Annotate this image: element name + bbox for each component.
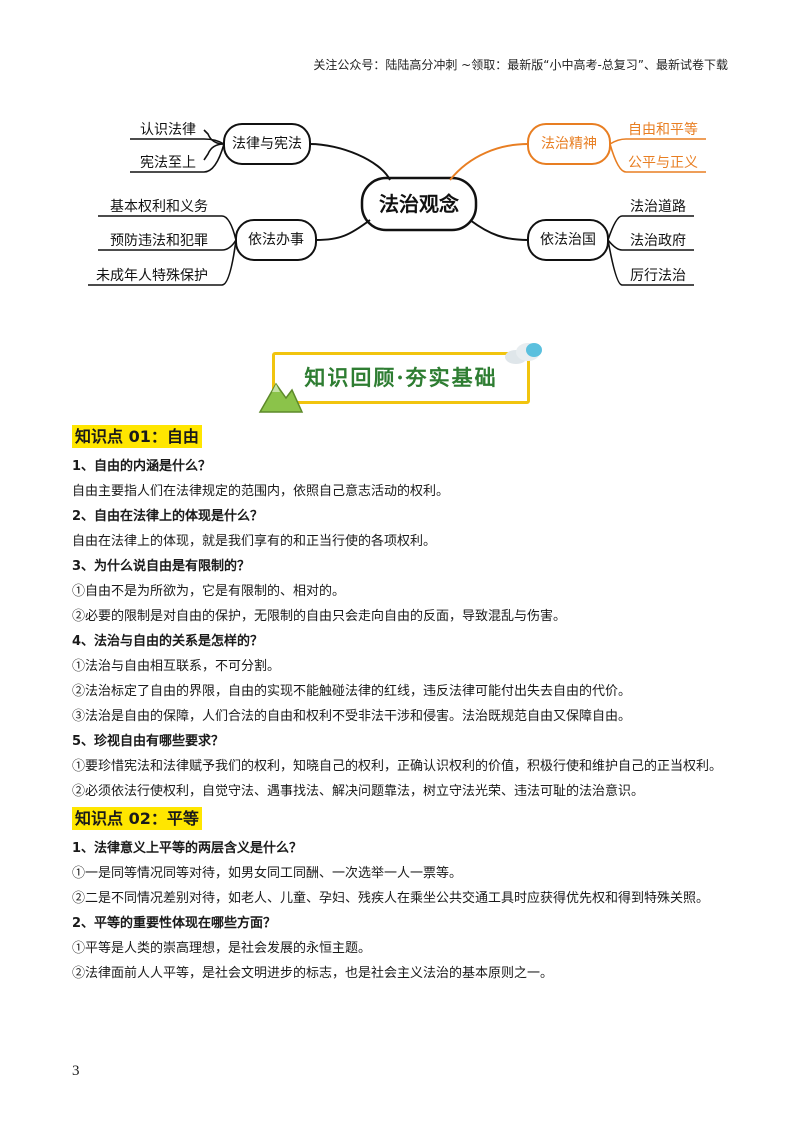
answer-line: ①一是同等情况同等对待，如男女同工同酬、一次选举一人一票等。 <box>72 866 463 881</box>
mind-map-center: 法治观念 <box>379 192 459 216</box>
leaf-minor-protection: 未成年人特殊保护 <box>96 268 208 284</box>
branch-rule-of-law-spirit: 法治精神 <box>541 136 597 152</box>
answer-line: 自由在法律上的体现，就是我们享有的和正当行使的各项权利。 <box>72 534 437 549</box>
banner-title: 知识回顾·夯实基础 <box>304 365 498 390</box>
leaf-freedom-equality: 自由和平等 <box>628 122 698 138</box>
answer-line: ③法治是自由的保障，人们合法的自由和权利不受非法干涉和侵害。法治既规范自由又保障… <box>72 709 632 724</box>
answer-line: ②法治标定了自由的界限，自由的实现不能触碰法律的红线，违反法律可能付出失去自由的… <box>72 684 632 699</box>
question: 1、法律意义上平等的两层含义是什么？ <box>72 841 303 856</box>
answer-line: ①平等是人类的崇高理想，是社会发展的永恒主题。 <box>72 941 372 956</box>
mountain-icon <box>258 382 304 413</box>
leaf-prevent-crime: 预防违法和犯罪 <box>110 233 208 249</box>
answer-line: ②法律面前人人平等，是社会文明进步的标志，也是社会主义法治的基本原则之一。 <box>72 966 554 981</box>
branch-act-by-law: 依法办事 <box>248 232 304 248</box>
question: 2、平等的重要性体现在哪些方面？ <box>72 916 277 931</box>
question: 5、珍视自由有哪些要求？ <box>72 734 225 749</box>
question: 3、为什么说自由是有限制的？ <box>72 559 251 574</box>
header-note: 关注公众号：陆陆高分冲刺 ~领取：最新版“小中高考-总复习”、最新试卷下载 <box>313 58 728 72</box>
branch-law-constitution: 法律与宪法 <box>232 136 302 152</box>
branch-govern-by-law: 依法治国 <box>540 232 596 248</box>
question: 4、法治与自由的关系是怎样的？ <box>72 634 264 649</box>
leaf-know-law: 认识法律 <box>140 122 196 138</box>
section-title: 知识点 01：自由 <box>72 425 202 448</box>
question: 1、自由的内涵是什么？ <box>72 459 212 474</box>
answer-line: ②必要的限制是对自由的保护，无限制的自由只会走向自由的反面，导致混乱与伤害。 <box>72 609 567 624</box>
answer-line: ①自由不是为所欲为，它是有限制的、相对的。 <box>72 584 346 599</box>
question: 2、自由在法律上的体现是什么？ <box>72 509 264 524</box>
banner-frame <box>272 352 530 404</box>
answer-line: 自由主要指人们在法律规定的范围内，依照自己意志活动的权利。 <box>72 484 450 499</box>
leaf-practice-rule-of-law: 厉行法治 <box>630 268 686 284</box>
answer-line: ②必须依法行使权利，自觉守法、遇事找法、解决问题靠法，树立守法光荣、违法可耻的法… <box>72 784 645 799</box>
leaf-law-government: 法治政府 <box>630 233 686 249</box>
page-number: 3 <box>72 1063 80 1079</box>
mind-map: 法治观念 法律与宪法 法治精神 依法办事 依法治国 认识法律 宪法至上 自由和平… <box>0 100 800 310</box>
leaf-basic-rights: 基本权利和义务 <box>110 199 208 215</box>
leaf-constitution-supreme: 宪法至上 <box>140 155 196 171</box>
leaf-rule-of-law-road: 法治道路 <box>630 199 686 215</box>
mind-map-lines <box>88 123 706 286</box>
cloud-icon <box>505 343 542 364</box>
answer-line: ①法治与自由相互联系，不可分割。 <box>72 659 281 674</box>
content: 知识点 01：自由 1、自由的内涵是什么？ 自由主要指人们在法律规定的范围内，依… <box>72 424 732 986</box>
section-title: 知识点 02：平等 <box>72 807 202 830</box>
answer-line: ①要珍惜宪法和法律赋予我们的权利，知晓自己的权利，正确认识权利的价值，积极行使和… <box>72 759 723 774</box>
answer-line: ②二是不同情况差别对待，如老人、儿童、孕妇、残疾人在乘坐公共交通工具时应获得优先… <box>72 891 710 906</box>
section-banner: 知识回顾·夯实基础 <box>258 340 548 414</box>
section-equality: 知识点 02：平等 1、法律意义上平等的两层含义是什么？ ①一是同等情况同等对待… <box>72 806 732 986</box>
section-freedom: 知识点 01：自由 1、自由的内涵是什么？ 自由主要指人们在法律规定的范围内，依… <box>72 424 732 804</box>
leaf-fairness-justice: 公平与正义 <box>628 155 698 171</box>
